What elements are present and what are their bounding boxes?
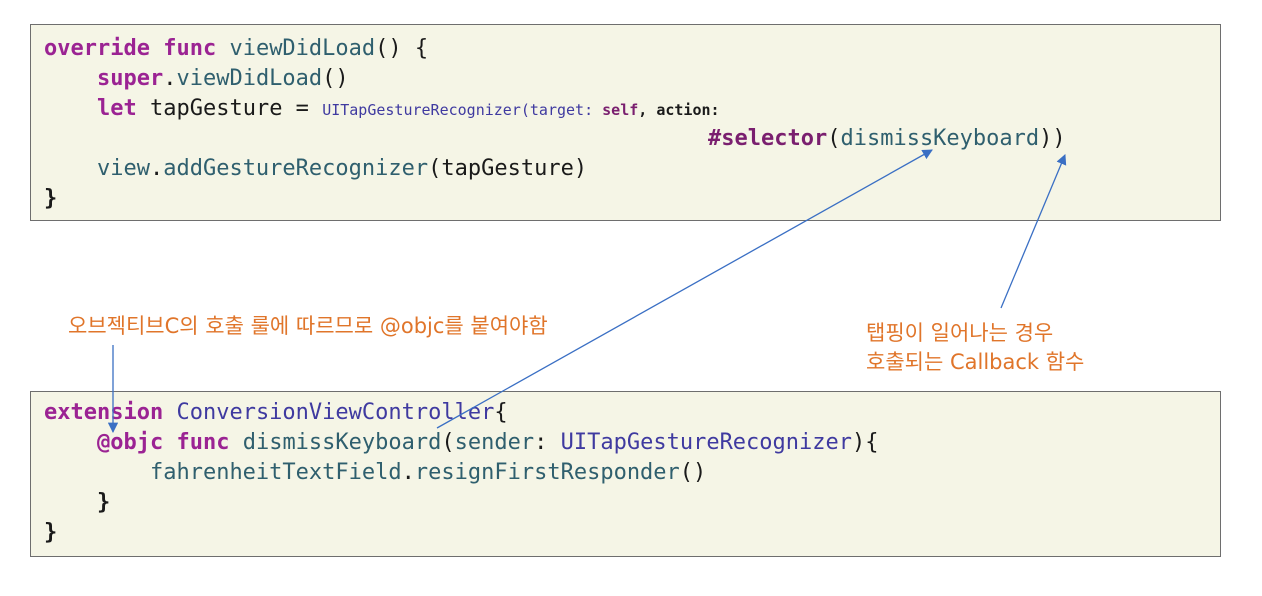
function-call: addGestureRecognizer <box>163 156 429 181</box>
object-name: view <box>96 156 150 181</box>
code-text: , action: <box>638 101 720 119</box>
code-line: } <box>44 184 57 214</box>
annotation-callback-line1: 탭핑이 일어나는 경우 <box>866 321 1054 345</box>
type-name: UITapGestureRecognizer <box>560 430 853 455</box>
keyword: func <box>163 36 217 61</box>
closing-brace: } <box>44 520 58 545</box>
code-line: extension ConversionViewController{ <box>44 398 508 428</box>
parameter-name: sender <box>454 430 535 455</box>
code-text: { <box>494 400 508 425</box>
closing-brace: } <box>96 490 111 515</box>
keyword: override <box>44 36 150 61</box>
code-text: ( <box>827 126 841 151</box>
code-text: . <box>149 156 164 181</box>
closing-brace: } <box>44 186 58 211</box>
code-text: ( <box>441 430 455 455</box>
annotation-callback-line2: 호출되는 Callback 함수 <box>866 350 1085 374</box>
code-line: view.addGestureRecognizer(tapGesture) <box>44 154 587 184</box>
annotation-objc-note: 오브젝티브C의 호출 룰에 따르므로 @objc를 붙여야함 <box>68 314 548 338</box>
keyword: extension <box>44 400 164 425</box>
code-block-viewdidload: override func viewDidLoad() { super.view… <box>30 24 1221 221</box>
type-name: UITapGestureRecognizer(target: <box>322 101 603 119</box>
object-name: fahrenheitTextField <box>149 460 402 485</box>
code-line: override func viewDidLoad() { <box>44 34 428 64</box>
code-line: } <box>44 488 110 518</box>
keyword: func <box>176 430 230 455</box>
variable-name: tapGesture <box>149 96 283 121</box>
code-text: (tapGesture) <box>428 156 588 181</box>
type-name: ConversionViewController <box>176 400 495 425</box>
keyword: #selector <box>708 126 828 151</box>
code-text: ){ <box>852 430 879 455</box>
code-text: () <box>322 66 349 91</box>
keyword: super <box>96 66 164 91</box>
function-call: resignFirstResponder <box>414 460 680 485</box>
code-line: let tapGesture = UITapGestureRecognizer(… <box>44 94 720 125</box>
annotation-callback-note: 탭핑이 일어나는 경우 호출되는 Callback 함수 <box>866 319 1084 377</box>
objc-attribute: @objc <box>96 430 164 455</box>
code-line: @objc func dismissKeyboard(sender: UITap… <box>44 428 879 458</box>
code-text: () <box>679 460 707 485</box>
keyword: self <box>602 101 639 119</box>
code-text: )) <box>1039 126 1066 151</box>
code-text: . <box>401 460 415 485</box>
code-line: #selector(dismissKeyboard)) <box>708 124 1066 154</box>
code-text: () { <box>375 36 429 61</box>
code-text: : <box>534 430 561 455</box>
arrow-callback-to-selector <box>1000 154 1067 309</box>
code-text: . <box>163 66 177 91</box>
function-name: dismissKeyboard <box>242 430 442 455</box>
code-line: } <box>44 518 57 548</box>
selector-name: dismissKeyboard <box>840 126 1040 151</box>
function-name: viewDidLoad <box>229 36 376 61</box>
code-block-extension: extension ConversionViewController{ @obj… <box>30 391 1221 557</box>
function-call: viewDidLoad <box>176 66 323 91</box>
keyword: let <box>96 96 137 121</box>
code-line: super.viewDidLoad() <box>44 64 349 94</box>
code-line: fahrenheitTextField.resignFirstResponder… <box>44 458 706 488</box>
code-text: = <box>282 96 323 121</box>
arrow-function-to-selector <box>436 149 933 429</box>
